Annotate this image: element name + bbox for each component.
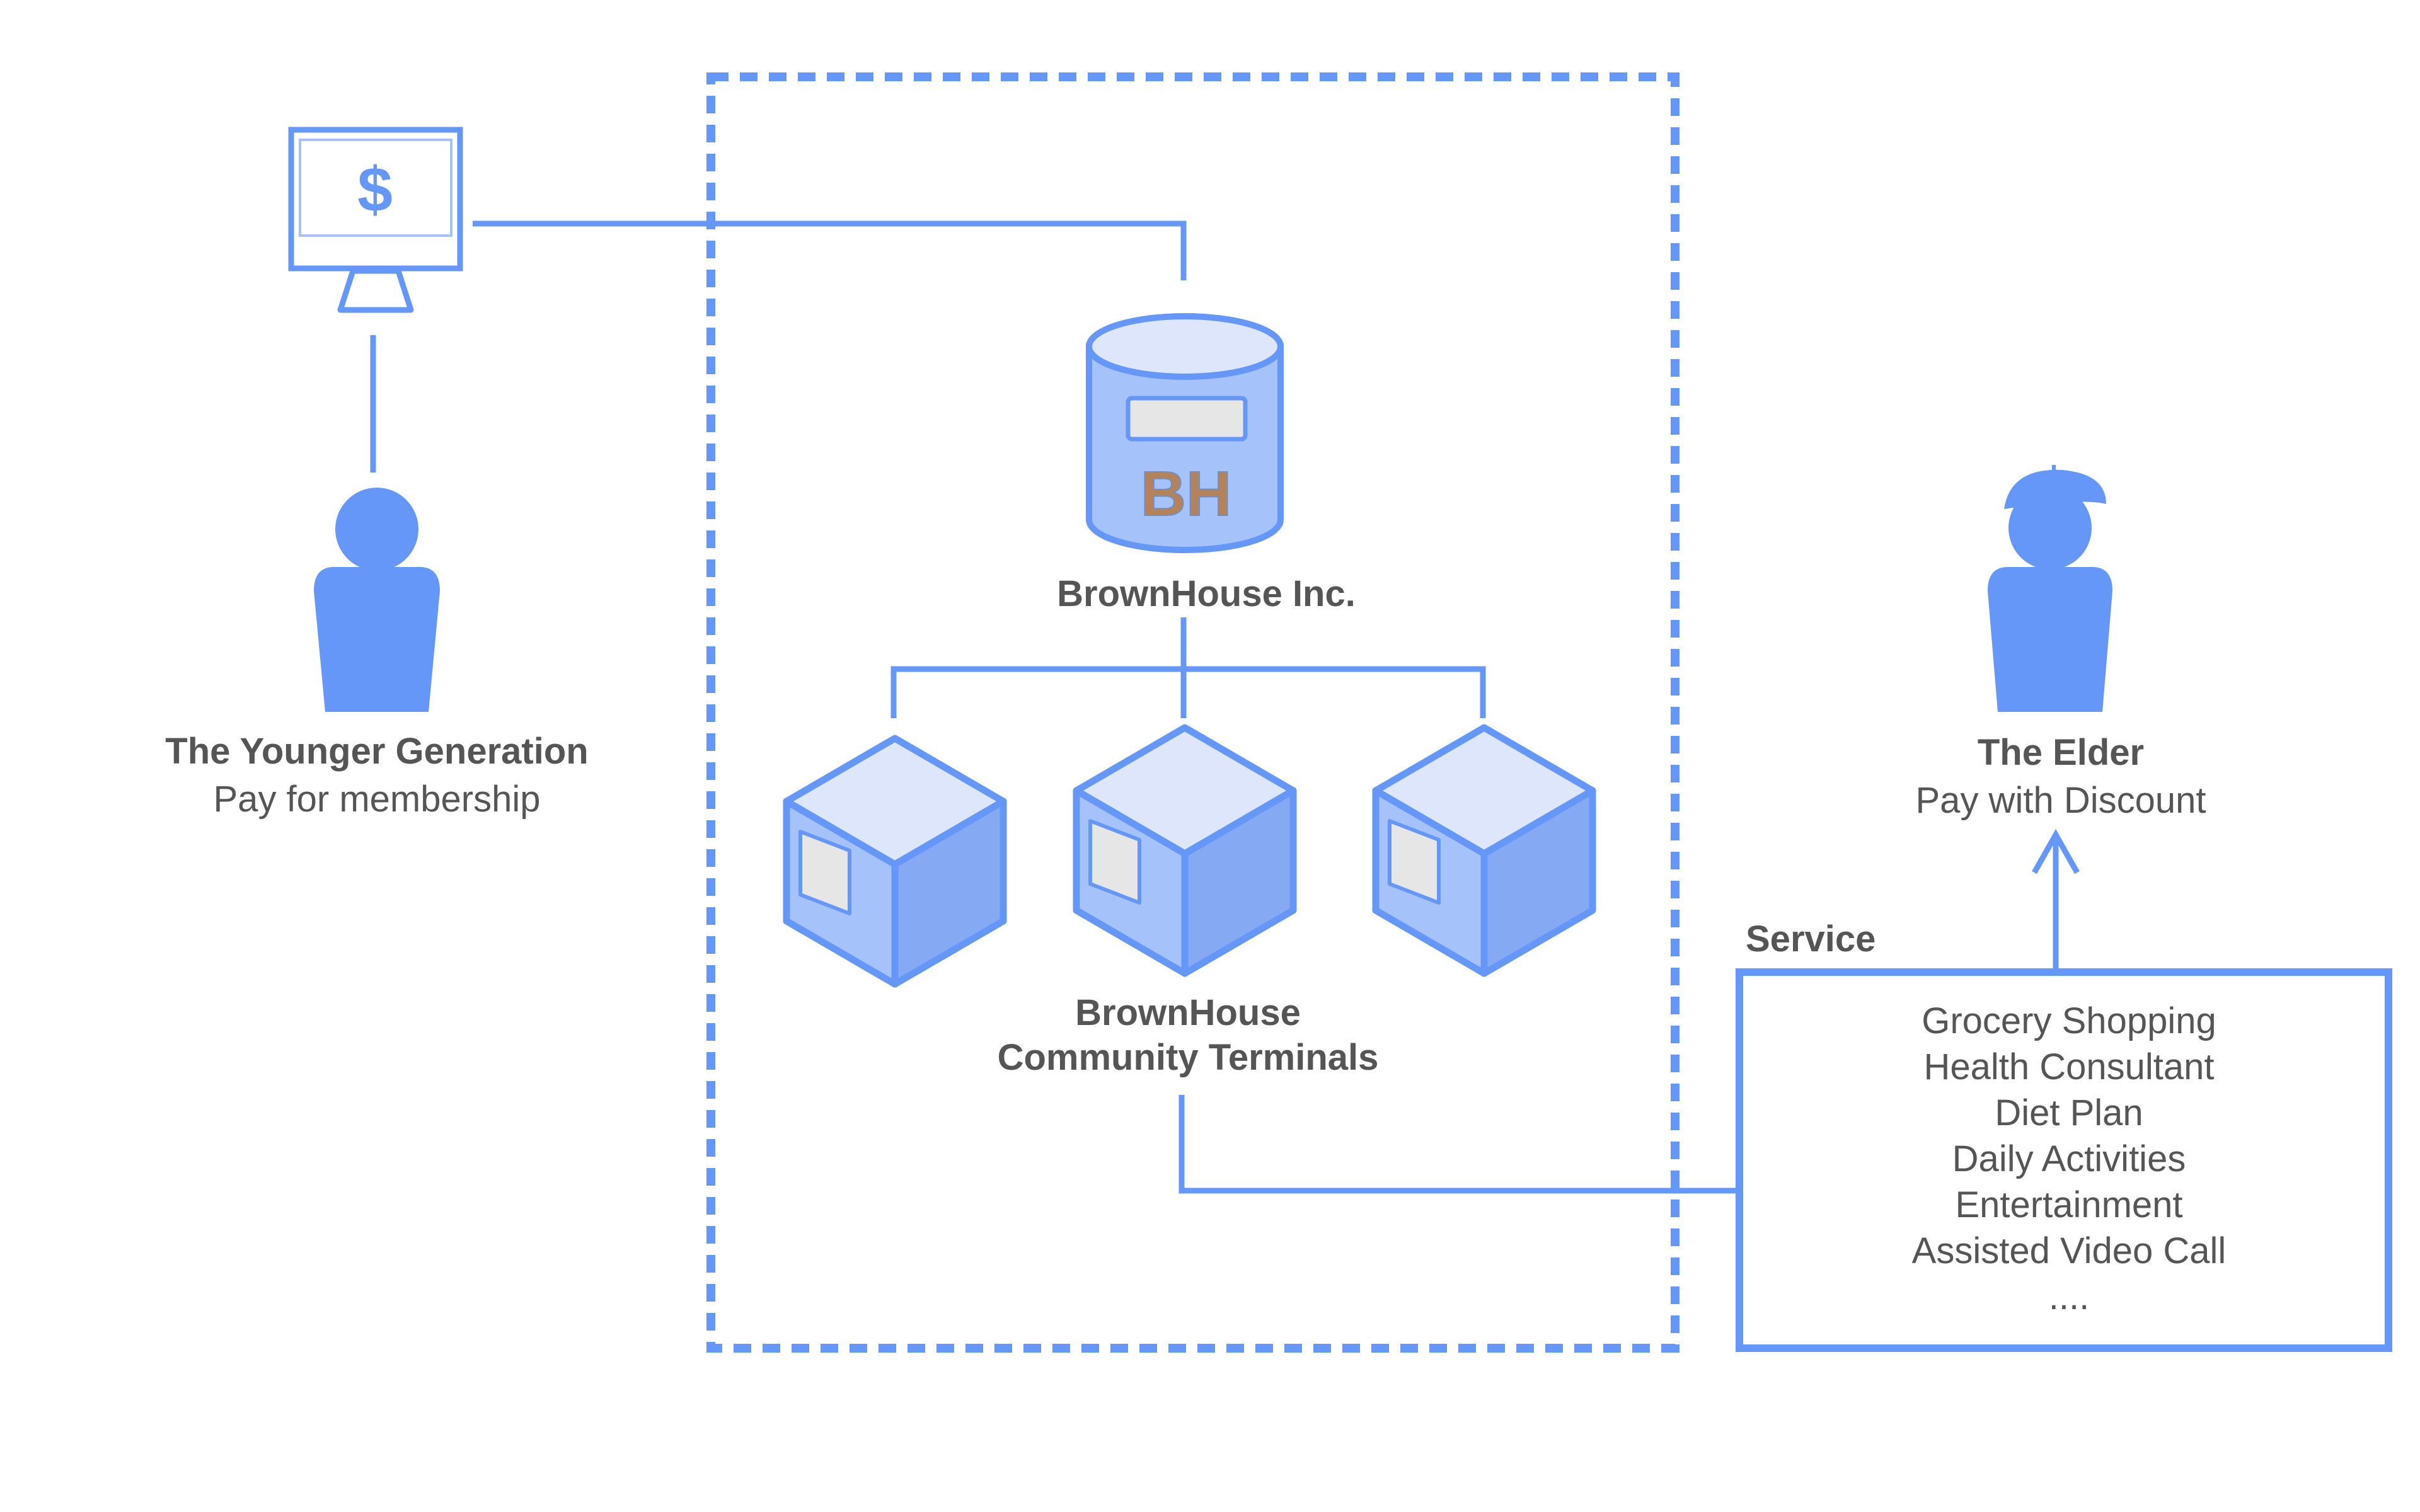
- service-item: ....: [2049, 1276, 2089, 1317]
- dollar-sign: $: [357, 154, 393, 225]
- younger-subtitle: Pay for membership: [214, 779, 541, 820]
- younger-title: The Younger Generation: [165, 731, 588, 772]
- elder-arrow-head: [2032, 828, 2080, 874]
- connectors: [370, 220, 2080, 1194]
- service-item: Daily Activities: [1952, 1138, 2186, 1179]
- monitor-to-company-line: [473, 220, 1187, 280]
- service-label: Service: [1746, 919, 1876, 959]
- service-item: Diet Plan: [1995, 1092, 2143, 1133]
- monitor-icon: $: [288, 127, 463, 313]
- terminals-label-line2: Community Terminals: [998, 1037, 1379, 1078]
- system-boundary: [706, 72, 1680, 1353]
- service-item: Assisted Video Call: [1912, 1230, 2227, 1271]
- terminal-cube-2-icon: [1073, 724, 1297, 977]
- terminals-bracket-line: [890, 666, 1486, 718]
- terminal-cube-1-icon: [783, 735, 1007, 988]
- terminals-to-service-line: [1178, 1095, 1739, 1194]
- service-item: Grocery Shopping: [1922, 1000, 2216, 1041]
- company-name: BrownHouse Inc.: [1057, 573, 1356, 614]
- terminal-cube-3-icon: [1372, 724, 1596, 977]
- service-list: Grocery Shopping Health Consultant Diet …: [1912, 1000, 2227, 1317]
- service-box: [1736, 968, 2392, 1352]
- elder-title: The Elder: [1978, 732, 2144, 773]
- elder-person-icon: [1988, 465, 2112, 712]
- elder-subtitle: Pay with Discount: [1916, 780, 2206, 821]
- service-item: Entertainment: [1955, 1184, 2182, 1225]
- database-icon: BH: [1086, 313, 1284, 553]
- company-logo: BH: [1141, 459, 1231, 529]
- terminals-label-line1: BrownHouse: [1075, 992, 1301, 1033]
- service-item: Health Consultant: [1923, 1046, 2214, 1087]
- younger-person-icon: [314, 488, 440, 712]
